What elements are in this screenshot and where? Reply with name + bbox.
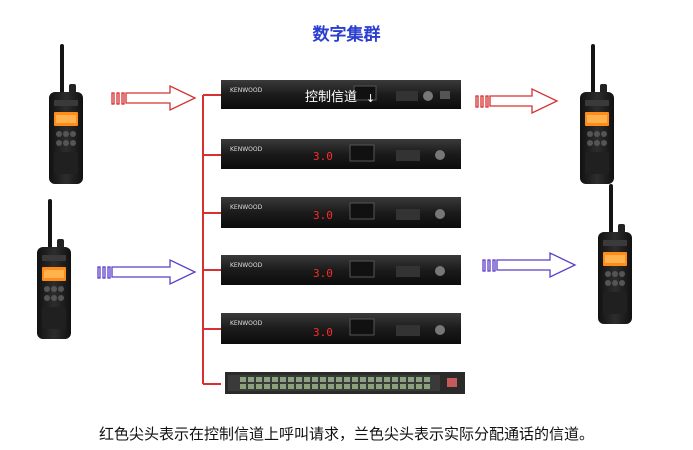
red-arrow-right bbox=[475, 87, 559, 115]
control-channel-label: 控制信道 bbox=[305, 90, 357, 105]
network-switch bbox=[225, 372, 465, 394]
brand-logo: KENWOOD bbox=[230, 262, 263, 269]
radio-left-top bbox=[49, 44, 83, 184]
blue-arrow-left bbox=[97, 258, 197, 286]
repeater-display: 3.0 bbox=[313, 326, 333, 339]
repeater-5: KENWOOD 3.0 bbox=[221, 313, 461, 344]
diagram-title: 数字集群 bbox=[312, 25, 381, 45]
repeater-1: KENWOOD 控制信道 ↓ bbox=[221, 80, 461, 109]
repeater-display: 3.0 bbox=[313, 209, 333, 222]
bus-line bbox=[202, 94, 221, 385]
repeater-display: 3.0 bbox=[313, 267, 333, 280]
brand-logo: KENWOOD bbox=[230, 204, 263, 211]
blue-arrow-right bbox=[482, 251, 577, 279]
repeater-display: 3.0 bbox=[313, 150, 333, 163]
repeater-4: KENWOOD 3.0 bbox=[221, 255, 461, 285]
svg-text:↓: ↓ bbox=[366, 92, 375, 105]
radio-right-bottom bbox=[598, 184, 632, 324]
radio-left-bottom bbox=[37, 199, 71, 339]
brand-logo: KENWOOD bbox=[230, 320, 263, 327]
brand-logo: KENWOOD bbox=[230, 87, 263, 94]
repeater-2: KENWOOD 3.0 bbox=[221, 139, 461, 169]
diagram-caption: 红色尖头表示在控制信道上呼叫请求，兰色尖头表示实际分配通话的信道。 bbox=[98, 425, 594, 443]
repeater-3: KENWOOD 3.0 bbox=[221, 197, 461, 228]
red-arrow-left bbox=[111, 84, 197, 112]
radio-right-top bbox=[580, 44, 614, 184]
brand-logo: KENWOOD bbox=[230, 146, 263, 153]
